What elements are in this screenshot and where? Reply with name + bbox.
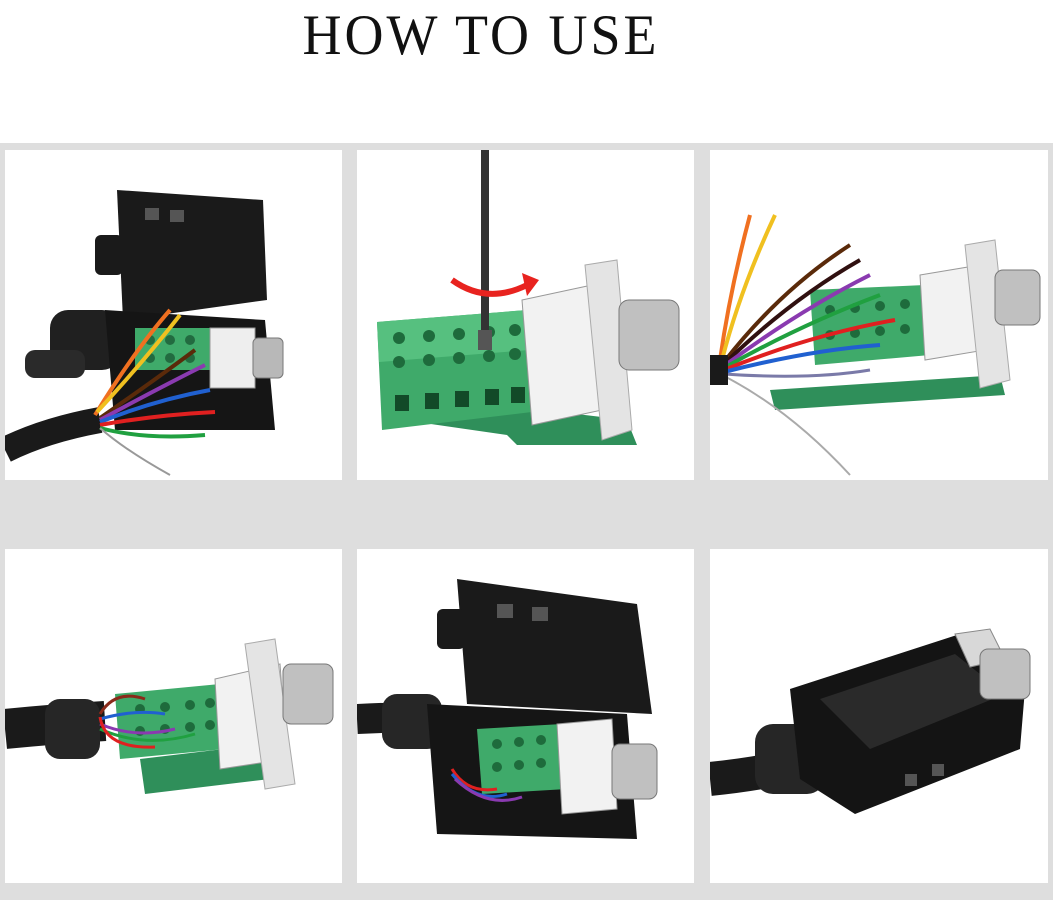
wires-connected-terminal-icon bbox=[5, 638, 334, 794]
page-title: HOW TO USE bbox=[302, 3, 660, 67]
assembled-connector-icon bbox=[710, 628, 1031, 814]
step-1-panel bbox=[5, 150, 342, 480]
step-3-panel bbox=[710, 150, 1048, 480]
screwdriver-terminal-icon bbox=[377, 150, 680, 445]
connector-open-with-wires-icon bbox=[5, 190, 284, 476]
cover-closing-icon bbox=[357, 579, 658, 839]
step-6-panel bbox=[710, 549, 1048, 883]
step-4-panel bbox=[5, 549, 342, 883]
step-5-panel bbox=[357, 549, 694, 883]
stripped-wires-terminal-icon bbox=[710, 214, 1041, 476]
instruction-grid bbox=[0, 143, 1053, 900]
step-2-panel bbox=[357, 150, 694, 480]
